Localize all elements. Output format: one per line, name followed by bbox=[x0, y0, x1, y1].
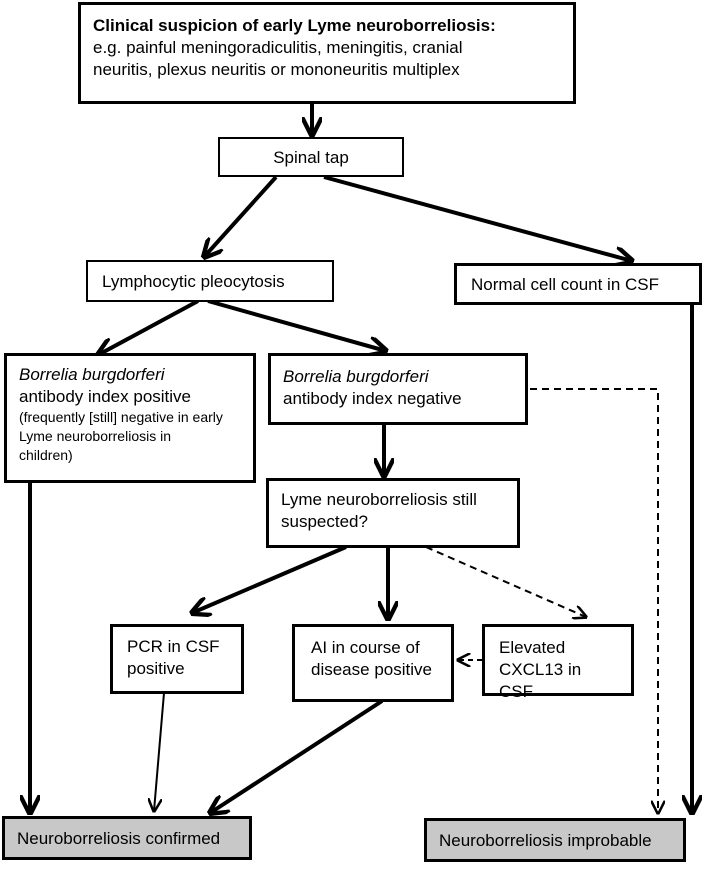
clinical-suspicion-box: Clinical suspicion of early Lyme neurobo… bbox=[78, 2, 576, 104]
clinical-suspicion-line-2: neuritis, plexus neuritis or mononeuriti… bbox=[93, 60, 460, 79]
pleocytosis-box: Lymphocytic pleocytosis bbox=[86, 260, 334, 302]
clinical-suspicion-line-1: e.g. painful meningoradiculitis, meningi… bbox=[93, 38, 463, 57]
improbable-box: Neuroborreliosis improbable bbox=[424, 818, 686, 862]
ai-course-line-1: AI in course of bbox=[311, 638, 420, 657]
confirmed-box: Neuroborreliosis confirmed bbox=[2, 816, 252, 860]
ai-course-box: AI in course of disease positive bbox=[292, 624, 454, 702]
cxcl13-line-1: Elevated bbox=[499, 638, 566, 657]
ai-positive-box: Borrelia burgdorferi antibody index posi… bbox=[4, 353, 256, 483]
ai-positive-label: antibody index positive bbox=[19, 387, 192, 406]
ai-positive-note-2: Lyme neuroborreliosis in bbox=[19, 428, 171, 444]
arrow-negative-to-improbable bbox=[530, 388, 658, 813]
ai-positive-note-1: (frequently [still] negative in early bbox=[19, 409, 223, 425]
ai-negative-box: Borrelia burgdorferi antibody index nega… bbox=[268, 353, 528, 425]
arrow-pleocytosis-to-positive bbox=[98, 299, 199, 355]
arrow-suspected-to-pcr bbox=[192, 545, 347, 613]
pcr-line-1: PCR in CSF bbox=[127, 637, 220, 656]
ai-negative-label: antibody index negative bbox=[283, 389, 462, 408]
cxcl13-box: Elevated CXCL13 in CSF bbox=[482, 624, 634, 701]
pcr-box: PCR in CSF positive bbox=[110, 624, 244, 694]
ai-course-line-2: disease positive bbox=[311, 660, 432, 679]
arrow-suspected-to-cxcl13 bbox=[425, 546, 586, 617]
spinal-tap-box: Spinal tap bbox=[218, 137, 404, 177]
arrow-tap-to-pleocytosis bbox=[204, 175, 278, 257]
arrow-pcr-to-confirmed bbox=[154, 692, 165, 811]
spinal-tap-label: Spinal tap bbox=[273, 148, 349, 167]
improbable-label: Neuroborreliosis improbable bbox=[439, 831, 652, 850]
ai-positive-note-3: children) bbox=[19, 447, 73, 463]
normal-count-label: Normal cell count in CSF bbox=[471, 275, 660, 294]
ai-negative-species: Borrelia burgdorferi bbox=[283, 367, 429, 386]
normal-count-box: Normal cell count in CSF bbox=[454, 263, 702, 305]
ai-positive-species: Borrelia burgdorferi bbox=[19, 365, 165, 384]
arrow-course-to-confirmed bbox=[210, 699, 384, 813]
pleocytosis-label: Lymphocytic pleocytosis bbox=[102, 272, 285, 291]
still-suspected-line-2: suspected? bbox=[281, 512, 368, 531]
confirmed-label: Neuroborreliosis confirmed bbox=[17, 829, 221, 848]
arrow-tap-to-normal bbox=[323, 175, 632, 261]
still-suspected-box: Lyme neuroborreliosis still suspected? bbox=[266, 478, 520, 548]
clinical-suspicion-title: Clinical suspicion of early Lyme neurobo… bbox=[93, 16, 496, 35]
still-suspected-line-1: Lyme neuroborreliosis still bbox=[281, 490, 477, 509]
arrow-pleocytosis-to-negative bbox=[207, 299, 386, 351]
cxcl13-line-2: CXCL13 in CSF bbox=[499, 660, 582, 701]
pcr-line-2: positive bbox=[127, 659, 185, 678]
